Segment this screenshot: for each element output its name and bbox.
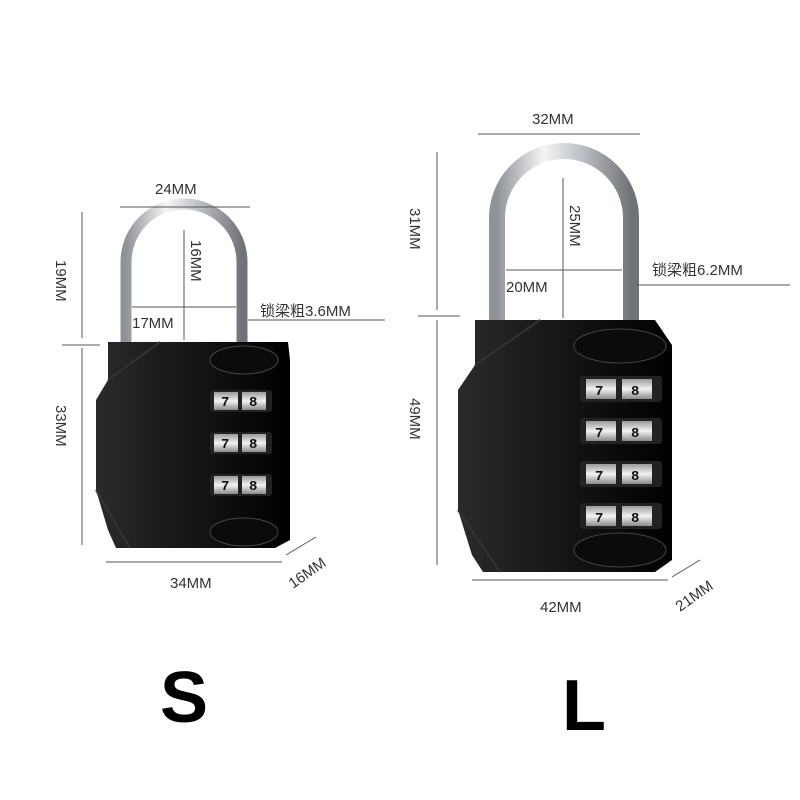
dial-digit: 7 (221, 395, 229, 411)
large-dial-3[interactable]: 7 8 (580, 461, 662, 487)
large-dial-2[interactable]: 7 8 (580, 418, 662, 444)
large-shackle-width-label: 32MM (532, 111, 574, 128)
large-dial-4[interactable]: 7 8 (580, 503, 662, 529)
dial-digit: 8 (249, 479, 257, 495)
large-top-cap (573, 328, 667, 364)
small-size-label: S (160, 658, 208, 738)
dial-digit: 8 (249, 437, 257, 453)
large-bottom-cap (573, 532, 667, 568)
dial-digit: 7 (595, 469, 603, 485)
large-body-height-label: 49MM (406, 398, 423, 440)
large-body-depth-label: 21MM (673, 577, 717, 615)
dial-digit: 7 (595, 384, 603, 400)
dim-line (285, 536, 317, 556)
large-dial-1[interactable]: 7 8 (580, 376, 662, 402)
large-lock: 7 8 7 8 7 8 7 8 32MM 31MM (406, 111, 790, 746)
dim-line (671, 559, 701, 578)
small-inner-width-label: 17MM (132, 315, 174, 332)
large-shackle-height-label: 31MM (406, 208, 423, 250)
small-body-depth-label: 16MM (286, 554, 330, 592)
small-lock: 7 8 7 8 7 8 24MM 19MM 16MM 17MM 锁梁粗3.6MM (52, 181, 385, 738)
large-body-width-label: 42MM (540, 599, 582, 616)
small-shackle-height-label: 19MM (52, 260, 69, 302)
dial-digit: 7 (221, 437, 229, 453)
dial-digit: 7 (221, 479, 229, 495)
small-body-width-label: 34MM (170, 575, 212, 592)
large-shackle (489, 143, 639, 325)
small-dial-3[interactable]: 7 8 (210, 474, 272, 496)
dial-digit: 8 (631, 469, 639, 485)
small-dial-1[interactable]: 7 8 (210, 390, 272, 412)
dial-digit: 7 (595, 426, 603, 442)
large-inner-width-label: 20MM (506, 279, 548, 296)
large-size-label: L (562, 666, 606, 746)
small-bottom-cap (209, 517, 279, 547)
large-thickness-label: 锁梁粗6.2MM (652, 262, 743, 279)
dial-digit: 8 (631, 384, 639, 400)
small-top-cap (209, 345, 279, 375)
dial-digit: 8 (249, 395, 257, 411)
dial-digit: 8 (631, 511, 639, 527)
small-shackle-width-label: 24MM (155, 181, 197, 198)
small-shackle (120, 198, 248, 345)
large-inner-height-label: 25MM (566, 205, 583, 247)
small-dial-2[interactable]: 7 8 (210, 432, 272, 454)
small-inner-height-label: 16MM (187, 240, 204, 282)
small-thickness-label: 锁梁粗3.6MM (260, 303, 351, 320)
dial-digit: 8 (631, 426, 639, 442)
small-body-height-label: 33MM (52, 405, 69, 447)
dial-digit: 7 (595, 511, 603, 527)
